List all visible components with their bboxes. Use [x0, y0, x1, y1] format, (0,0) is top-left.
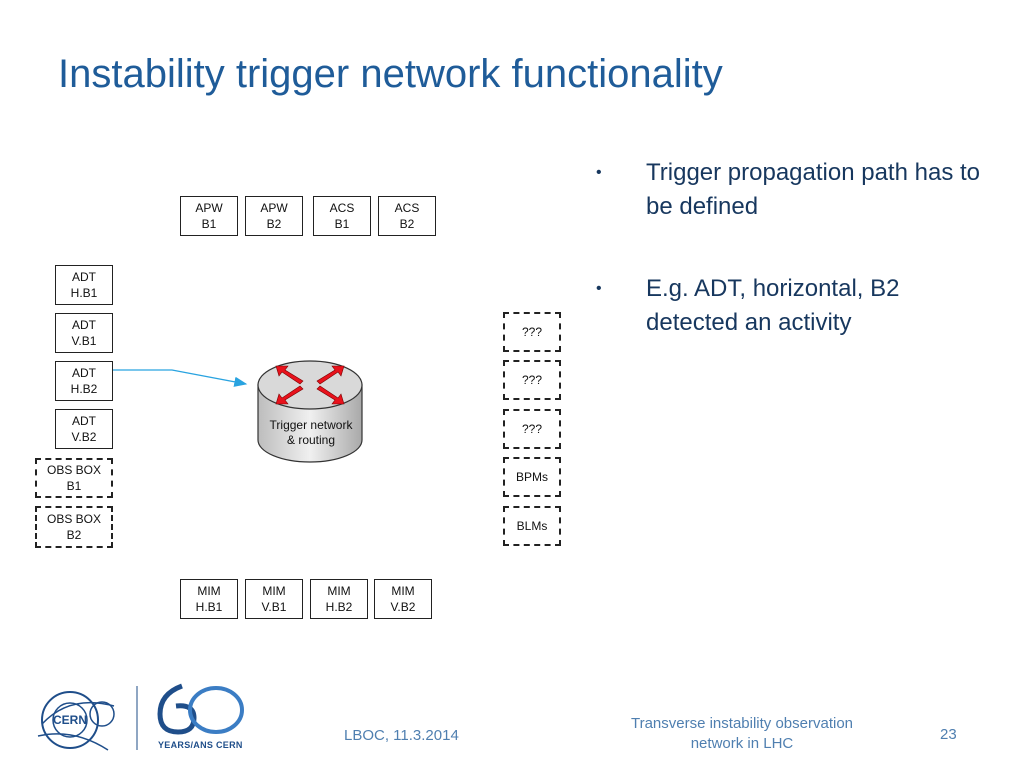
- footer-talk-title-line: Transverse instability observation: [630, 715, 854, 732]
- cern-60-years-caption: YEARS/ANS CERN: [158, 740, 243, 750]
- node-label: OBS BOX: [46, 512, 102, 526]
- node-mim-v-b1: MIM V.B1: [245, 579, 303, 619]
- cern-60-years-logo: [157, 683, 244, 735]
- node-label: OBS BOX: [46, 463, 102, 477]
- slide-title: Instability trigger network functionalit…: [58, 52, 723, 96]
- node-label: ADT: [72, 270, 96, 284]
- bullet-list: • Trigger propagation path has to be defi…: [596, 156, 996, 388]
- node-acs-b1: ACS B1: [313, 196, 371, 236]
- node-obs-box-b1: OBS BOX B1: [35, 458, 113, 498]
- router-label-line: & routing: [286, 433, 336, 447]
- node-label: BLMs: [516, 519, 548, 533]
- node-adt-h-b2: ADT H.B2: [55, 361, 113, 401]
- node-apw-b1: APW B1: [180, 196, 238, 236]
- node-label: ADT: [71, 318, 96, 332]
- node-mim-h-b1: MIM H.B1: [180, 579, 238, 619]
- node-adt-h-b1: ADT H.B1: [55, 265, 113, 305]
- cern-logo-text: CERN: [53, 713, 87, 727]
- node-label: V.B1: [71, 334, 97, 348]
- node-label: B1: [334, 217, 350, 231]
- node-label: ACS: [329, 201, 355, 215]
- node-label: H.B1: [70, 286, 98, 300]
- node-label: BPMs: [515, 470, 548, 484]
- node-acs-b2: ACS B2: [378, 196, 436, 236]
- bullet-text: Trigger propagation path has to be defin…: [646, 159, 980, 220]
- node-label: APW: [195, 201, 223, 215]
- node-adt-v-b1: ADT V.B1: [55, 313, 113, 353]
- logo-separator: [136, 686, 138, 750]
- node-label: APW: [260, 201, 288, 215]
- node-label: H.B2: [70, 382, 98, 396]
- node-label: MIM: [391, 584, 415, 598]
- node-unknown-3: ???: [503, 409, 561, 449]
- node-label: H.B1: [195, 600, 223, 614]
- footer-talk-title: Transverse instability observation netwo…: [600, 714, 884, 754]
- node-label: V.B1: [261, 600, 287, 614]
- node-label: B1: [66, 479, 82, 493]
- node-label: V.B2: [71, 430, 97, 444]
- node-unknown-2: ???: [503, 360, 561, 400]
- router-label-line: Trigger network: [269, 418, 353, 432]
- node-label: B2: [266, 217, 282, 231]
- bullet-item: • E.g. ADT, horizontal, B2 detected an ac…: [596, 272, 996, 340]
- footer-talk-title-line: network in LHC: [690, 735, 794, 752]
- node-label: B2: [66, 528, 82, 542]
- bullet-text: E.g. ADT, horizontal, B2 detected an act…: [646, 275, 900, 336]
- node-label: H.B2: [325, 600, 353, 614]
- node-label: MIM: [197, 584, 221, 598]
- node-label: ???: [521, 325, 543, 339]
- footer-date: LBOC, 11.3.2014: [344, 727, 459, 744]
- node-label: MIM: [327, 584, 351, 598]
- node-blms: BLMs: [503, 506, 561, 546]
- node-label: MIM: [262, 584, 286, 598]
- node-bpms: BPMs: [503, 457, 561, 497]
- bullet-dot: •: [596, 280, 602, 297]
- page-number: 23: [940, 726, 957, 743]
- node-label: ACS: [394, 201, 420, 215]
- node-apw-b2: APW B2: [245, 196, 303, 236]
- bullet-dot: •: [596, 164, 602, 181]
- node-mim-h-b2: MIM H.B2: [310, 579, 368, 619]
- cern-logo: CERN: [37, 691, 115, 751]
- trigger-connector-arrow: [113, 369, 248, 387]
- node-label: ADT: [72, 366, 96, 380]
- node-mim-v-b2: MIM V.B2: [374, 579, 432, 619]
- bullet-item: • Trigger propagation path has to be defi…: [596, 156, 996, 224]
- node-label: B2: [399, 217, 415, 231]
- node-unknown-1: ???: [503, 312, 561, 352]
- node-label: ???: [521, 373, 543, 387]
- router-icon: [257, 360, 363, 463]
- router-label: Trigger network & routing: [256, 418, 366, 448]
- node-label: B1: [201, 217, 217, 231]
- node-adt-v-b2: ADT V.B2: [55, 409, 113, 449]
- node-label: ADT: [71, 414, 96, 428]
- node-obs-box-b2: OBS BOX B2: [35, 506, 113, 548]
- node-label: ???: [521, 422, 543, 436]
- node-label: V.B2: [390, 600, 416, 614]
